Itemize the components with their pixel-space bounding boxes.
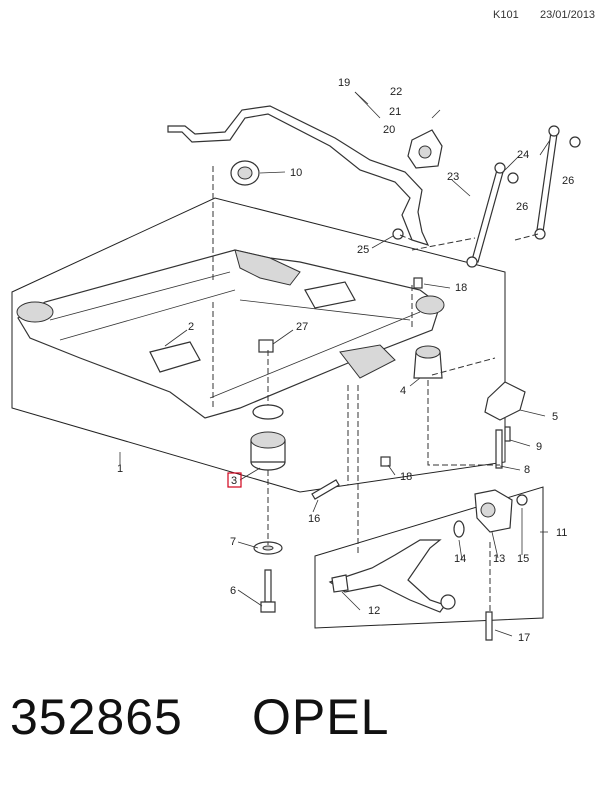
- callout-11: 11: [556, 527, 567, 539]
- bolt-15: [516, 494, 528, 506]
- callout-19: 19: [338, 77, 350, 89]
- callout-1: 1: [117, 463, 123, 475]
- bushing-10: [230, 160, 260, 186]
- callout-8: 8: [524, 464, 530, 476]
- highlight-box-part-3: [227, 472, 242, 488]
- stabilizer-link-23: [466, 162, 506, 268]
- assembly-frame-11: [314, 486, 544, 629]
- callout-10: 10: [290, 167, 302, 179]
- callout-22: 22: [390, 86, 402, 98]
- mount-bushing-3: [250, 404, 286, 471]
- part-number: 352865: [10, 689, 183, 745]
- callout-3: 3: [231, 475, 237, 487]
- clip-27: [258, 339, 274, 353]
- bolt-16: [311, 479, 340, 500]
- front-subframe: [16, 249, 445, 419]
- callout-26-b: 26: [562, 175, 574, 187]
- stabilizer-clamp: [407, 109, 443, 169]
- callout-23: 23: [447, 171, 459, 183]
- callout-16: 16: [308, 513, 320, 525]
- callout-18-lower: 18: [400, 471, 412, 483]
- washer-14: [453, 520, 465, 538]
- bolt-9: [504, 426, 511, 442]
- bolt-8: [495, 429, 503, 469]
- nut-25: [392, 228, 404, 240]
- nut-18-upper: [413, 277, 423, 289]
- callout-labels: 1 2 3 4 5 6 7 8 9 10 11 12 13 14 15 16 1…: [117, 77, 574, 644]
- mount-bushing-4: [413, 345, 443, 379]
- nut-26-b: [569, 136, 581, 148]
- callout-26-a: 26: [516, 201, 528, 213]
- brand-name: OPEL: [252, 689, 390, 745]
- assembly-frame-1: [11, 197, 506, 493]
- stabilizer-bar: [167, 105, 430, 246]
- callout-5: 5: [552, 411, 558, 423]
- callout-25: 25: [357, 244, 369, 256]
- callout-27: 27: [296, 321, 308, 333]
- callout-4: 4: [400, 385, 406, 397]
- bracket-5: [484, 381, 526, 421]
- callout-12: 12: [368, 605, 380, 617]
- callout-24: 24: [517, 149, 529, 161]
- callout-21: 21: [389, 106, 401, 118]
- stabilizer-link-24: [534, 125, 560, 240]
- leader-lines: [119, 91, 551, 637]
- diagram-date: 23/01/2013: [540, 9, 596, 21]
- callout-14: 14: [454, 553, 466, 565]
- control-arm-bushing-13: [474, 489, 513, 533]
- alignment-lines: [212, 166, 539, 612]
- nut-18-lower: [380, 456, 391, 467]
- bolt-17: [485, 611, 493, 641]
- callout-17: 17: [518, 632, 530, 644]
- callout-13: 13: [493, 553, 505, 565]
- bolt-6: [260, 569, 276, 613]
- nut-26-a: [507, 172, 519, 184]
- lower-control-arm: [328, 539, 456, 613]
- callout-20: 20: [383, 124, 395, 136]
- callout-7: 7: [230, 536, 236, 548]
- callout-2: 2: [188, 321, 194, 333]
- callout-18-upper: 18: [455, 282, 467, 294]
- callout-9: 9: [536, 441, 542, 453]
- callout-15: 15: [517, 553, 529, 565]
- callout-6: 6: [230, 585, 236, 597]
- diagram-code: K101: [493, 9, 519, 21]
